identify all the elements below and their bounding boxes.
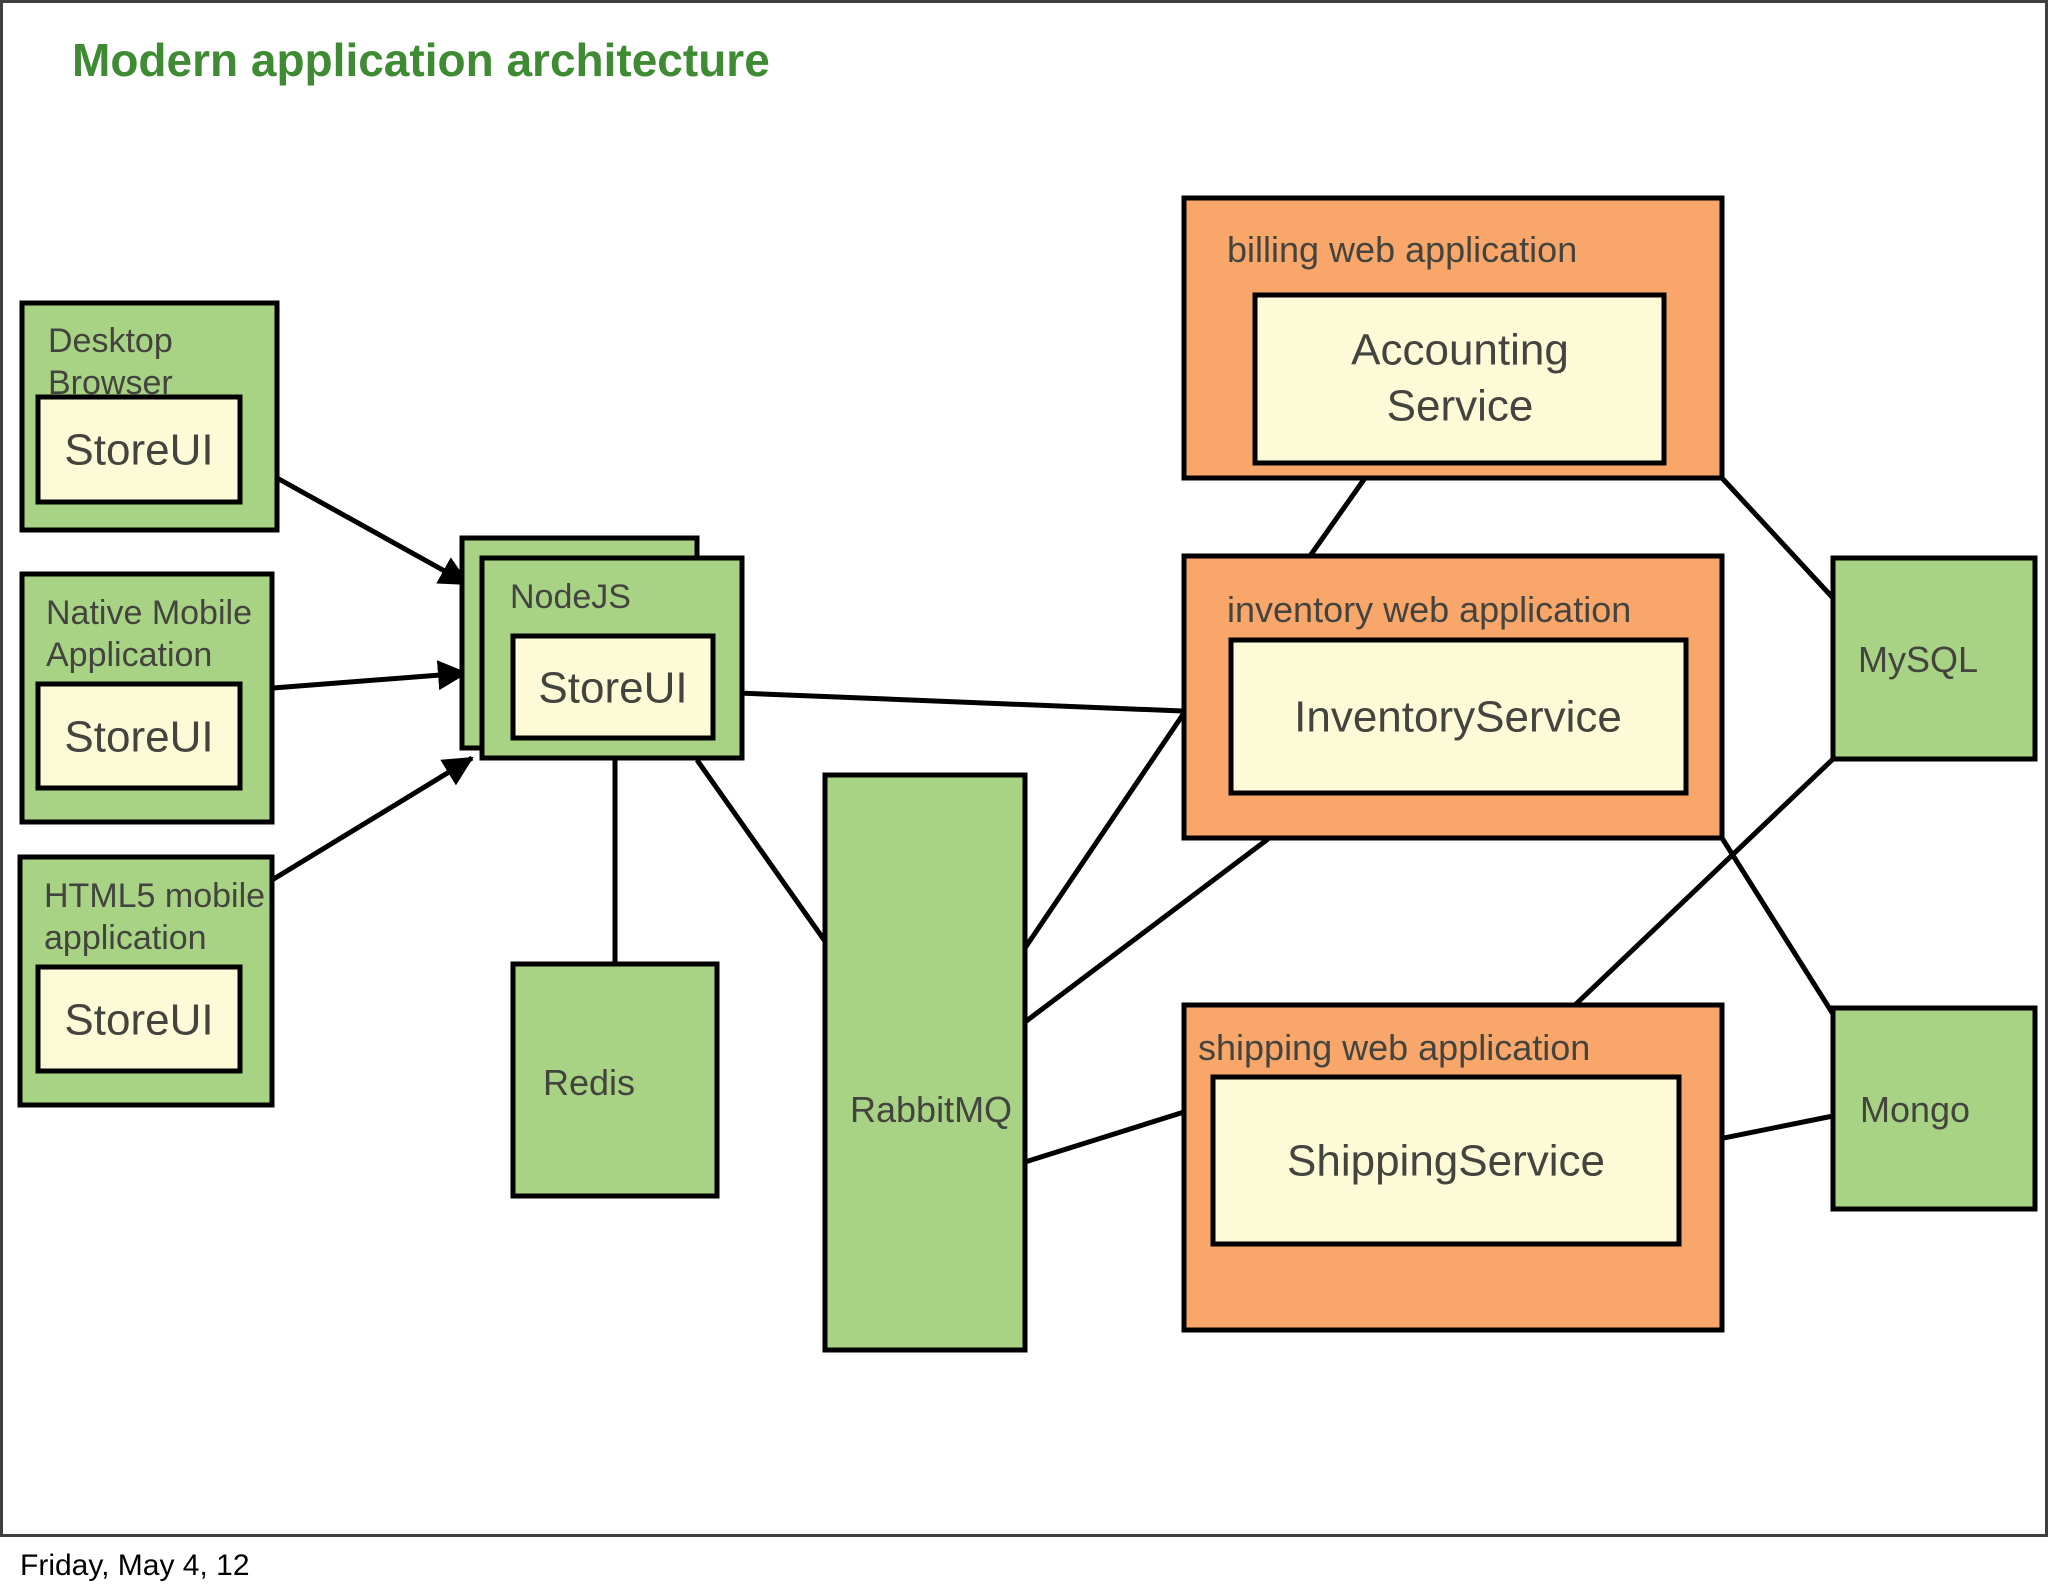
edge-html5-nodejs xyxy=(270,755,474,883)
shipping-service-label: ShippingService xyxy=(1287,1137,1605,1186)
edge-rabbitmq-shipping xyxy=(1024,1109,1185,1165)
inventory-service-box xyxy=(1228,637,1689,796)
html5-storeui-box xyxy=(35,964,243,1074)
edge-inventory-mongo xyxy=(1719,836,1836,1016)
shipping-service-box xyxy=(1210,1074,1682,1247)
native-storeui-box xyxy=(35,681,243,791)
node-shipping: shipping web application ShippingService xyxy=(1181,1002,1725,1333)
edge-rabbitmq-inventory-bottom xyxy=(1023,837,1270,1024)
node-inventory: inventory web application InventoryServi… xyxy=(1181,553,1725,841)
edge-mysql-shipping xyxy=(1573,757,1835,1007)
node-redis: Redis xyxy=(510,961,720,1199)
accounting-service-box xyxy=(1252,292,1667,466)
node-billing: billing web application Accounting Servi… xyxy=(1181,195,1725,481)
node-mongo: Mongo xyxy=(1830,1005,2038,1212)
desktop-browser-label-line1: Desktop xyxy=(48,322,173,360)
mysql-box xyxy=(1830,555,2038,762)
mongo-label: Mongo xyxy=(1860,1089,1970,1130)
desktop-storeui-label: StoreUI xyxy=(64,426,213,475)
rabbitmq-label: RabbitMQ xyxy=(850,1089,1012,1130)
page-title: Modern application architecture xyxy=(72,34,770,86)
html5-storeui-label: StoreUI xyxy=(64,996,213,1045)
rabbitmq-box xyxy=(822,772,1028,1353)
footer-date: Friday, May 4, 12 xyxy=(20,1549,250,1582)
native-mobile-label-line2: Application xyxy=(46,636,212,674)
mongo-box xyxy=(1830,1005,2038,1212)
html5-mobile-label-line2: application xyxy=(44,919,207,957)
redis-box xyxy=(510,961,720,1199)
accounting-service-label-line1: Accounting xyxy=(1351,326,1569,375)
shipping-label: shipping web application xyxy=(1198,1027,1590,1068)
node-mysql: MySQL xyxy=(1830,555,2038,762)
node-nodejs: NodeJS StoreUI xyxy=(459,535,745,761)
accounting-service-label-line2: Service xyxy=(1387,382,1534,431)
node-desktop-browser: Desktop Browser StoreUI xyxy=(19,300,280,533)
edge-billing-mysql xyxy=(1720,476,1835,600)
inventory-label: inventory web application xyxy=(1227,589,1631,630)
native-mobile-label-line1: Native Mobile xyxy=(46,594,252,632)
edge-storeui-inventoryservice xyxy=(712,689,1232,716)
node-html5-mobile: HTML5 mobile application StoreUI xyxy=(17,854,275,1108)
edges xyxy=(270,475,1836,1165)
nodejs-storeui-box xyxy=(510,633,716,741)
edge-nativemobile-nodejs xyxy=(272,660,468,691)
desktop-storeui-box xyxy=(35,394,243,505)
edge-billing-inventory xyxy=(1307,476,1368,558)
edge-rabbitmq-inventory-left xyxy=(1022,711,1187,950)
edge-desktopbrowser-nodejs xyxy=(275,475,470,587)
redis-label: Redis xyxy=(543,1062,635,1103)
inventory-service-label: InventoryService xyxy=(1294,693,1622,742)
edge-nodejs-rabbitmq xyxy=(694,758,830,946)
nodejs-storeui-label: StoreUI xyxy=(538,664,687,713)
nodejs-label: NodeJS xyxy=(510,578,631,616)
node-rabbitmq: RabbitMQ xyxy=(822,772,1028,1353)
mysql-label: MySQL xyxy=(1858,639,1978,680)
native-storeui-label: StoreUI xyxy=(64,713,213,762)
billing-label: billing web application xyxy=(1227,229,1577,270)
slide-border xyxy=(0,0,2048,1537)
node-native-mobile: Native Mobile Application StoreUI xyxy=(19,571,275,825)
html5-mobile-label-line1: HTML5 mobile xyxy=(44,877,265,915)
